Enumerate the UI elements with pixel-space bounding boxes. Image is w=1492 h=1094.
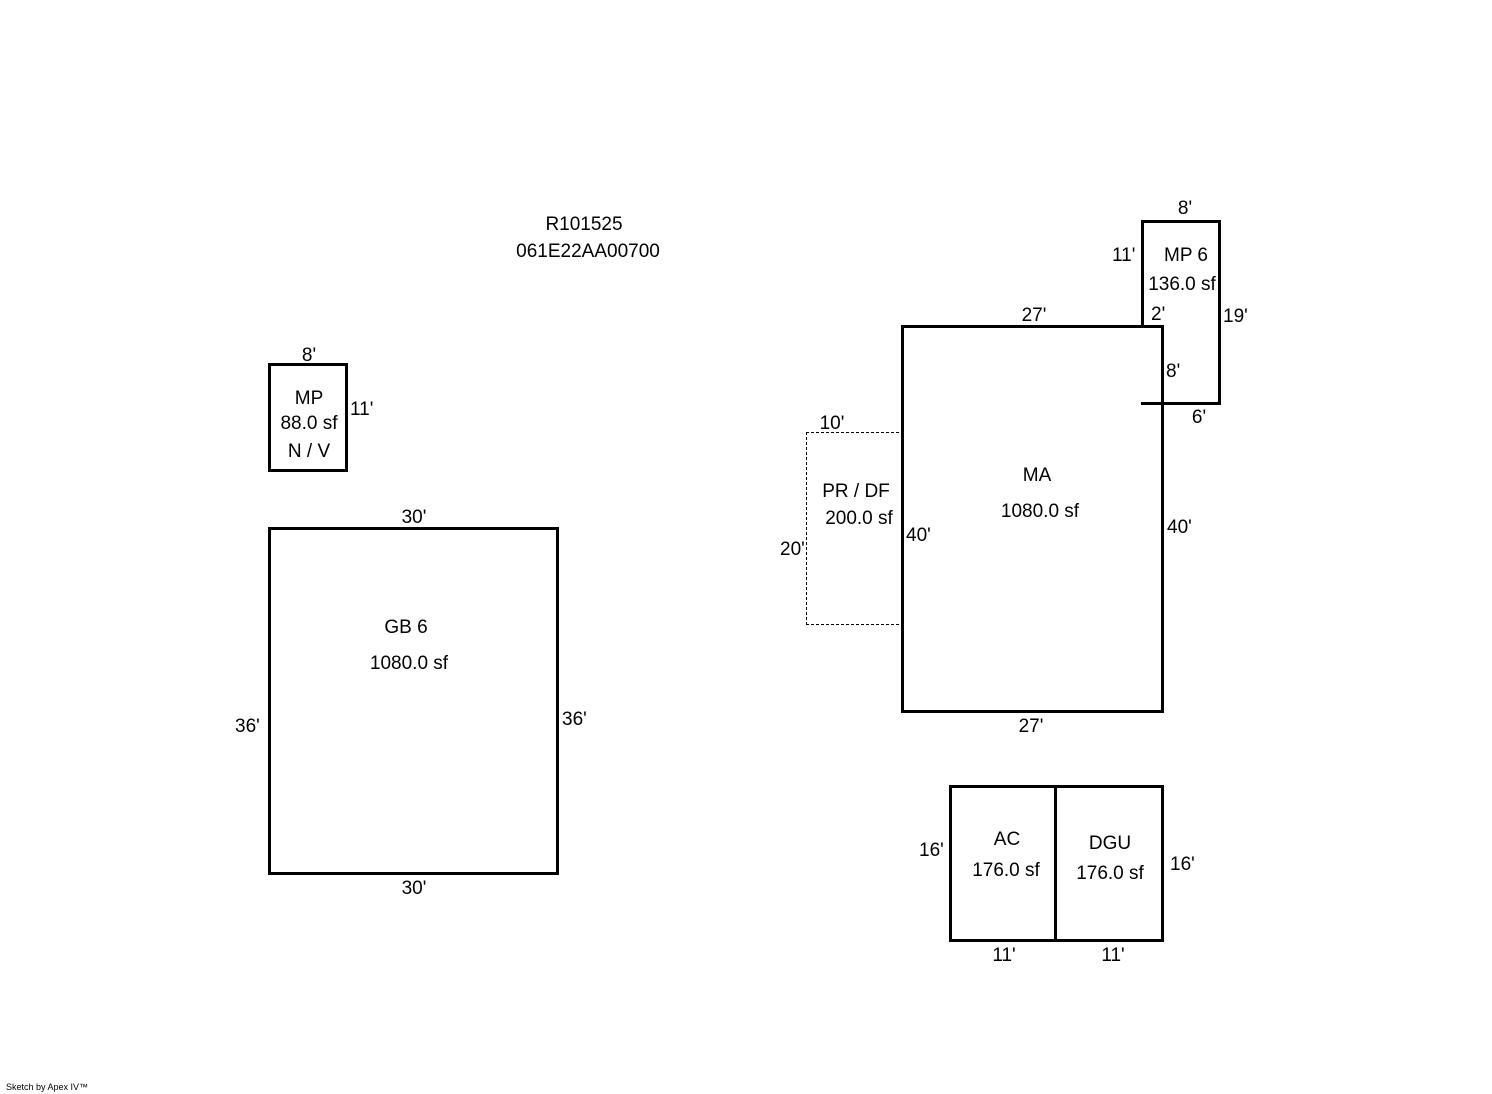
gb6-area-label: 1080.0 sf xyxy=(369,653,449,674)
dgu-area-label: 176.0 sf xyxy=(1076,863,1144,884)
dgu-bottom-dimension: 11' xyxy=(1101,945,1125,966)
ma-bottom-dimension: 27' xyxy=(1018,716,1044,737)
mp-area-outline xyxy=(268,363,348,472)
mp6-right-dimension: 19' xyxy=(1223,306,1248,327)
gb6-code-label: GB 6 xyxy=(384,617,428,638)
ac-area-label: 176.0 sf xyxy=(972,860,1040,881)
parcel-id: R101525 xyxy=(545,214,623,235)
mp6-lower-left-dimension: 8' xyxy=(1166,361,1181,382)
gb6-area-outline xyxy=(268,527,559,875)
sketch-credit: Sketch by Apex IV™ xyxy=(6,1082,89,1092)
gb6-top-dimension: 30' xyxy=(401,507,427,528)
gb6-bottom-dimension: 30' xyxy=(401,878,427,899)
mp6-left-dimension: 11' xyxy=(1112,245,1136,266)
ac-dgu-divider xyxy=(1054,785,1057,942)
mp6-top-dimension: 8' xyxy=(1177,198,1193,219)
pr-df-left-dimension: 20' xyxy=(780,539,805,560)
ma-code-label: MA xyxy=(1022,465,1052,486)
mp-code-label: MP xyxy=(294,388,324,409)
dgu-right-dimension: 16' xyxy=(1170,854,1195,875)
ac-bottom-dimension: 11' xyxy=(992,945,1016,966)
ac-left-dimension: 16' xyxy=(919,840,944,861)
mp-note-label: N / V xyxy=(287,441,331,462)
pr-df-code-label: PR / DF xyxy=(822,481,890,502)
mp6-area-outline xyxy=(1141,220,1221,405)
mp6-area-label: 136.0 sf xyxy=(1148,274,1216,295)
dgu-code-label: DGU xyxy=(1088,833,1132,854)
gb6-right-dimension: 36' xyxy=(562,709,587,730)
ma-area-label: 1080.0 sf xyxy=(1000,501,1080,522)
ma-top-dimension: 27' xyxy=(1021,305,1047,326)
mp6-left-edge xyxy=(1141,220,1144,327)
pr-df-top-dimension: 10' xyxy=(819,413,845,434)
mp6-bottom-dimension: 6' xyxy=(1191,407,1207,428)
mp-top-dimension: 8' xyxy=(301,345,317,366)
ac-code-label: AC xyxy=(993,829,1021,850)
map-number: 061E22AA00700 xyxy=(516,241,660,262)
ma-area-outline xyxy=(901,325,1164,713)
ma-left-dimension: 40' xyxy=(906,525,931,546)
gb6-left-dimension: 36' xyxy=(235,716,260,737)
mp-right-dimension: 11' xyxy=(350,399,374,420)
mp-area-label: 88.0 sf xyxy=(280,413,338,434)
mp6-code-label: MP 6 xyxy=(1163,245,1209,266)
ma-right-dimension: 40' xyxy=(1167,517,1192,538)
pr-df-area-label: 200.0 sf xyxy=(825,508,893,529)
mp6-inner-dimension: 2' xyxy=(1151,304,1166,325)
